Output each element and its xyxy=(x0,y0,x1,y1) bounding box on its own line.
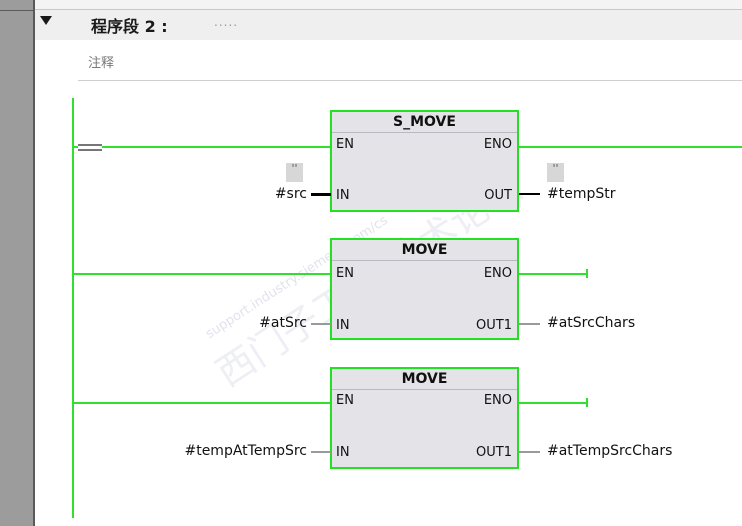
out1-pin-label: OUT1 xyxy=(476,445,512,460)
operand-tempstr[interactable]: #tempStr xyxy=(547,186,616,202)
network-header[interactable] xyxy=(35,10,742,40)
smove-in-wire xyxy=(311,193,331,196)
operand-atsrc[interactable]: #atSrc xyxy=(259,315,307,331)
move1-out-wire xyxy=(519,323,540,325)
operand-attempsrcchars[interactable]: #atTempSrcChars xyxy=(547,443,673,459)
operand-src[interactable]: #src xyxy=(274,186,307,202)
rail-to-move2-en-wire xyxy=(74,402,331,404)
move1-eno-wire xyxy=(518,273,586,275)
move2-eno-terminator xyxy=(586,398,588,407)
block-title: S_MOVE xyxy=(393,114,456,130)
network-title-placeholder[interactable]: ..... xyxy=(214,15,239,29)
in-literal-box[interactable]: '' xyxy=(286,163,303,182)
previous-network-edge xyxy=(35,0,742,10)
in-pin-label: IN xyxy=(336,445,350,460)
in-pin-label: IN xyxy=(336,318,350,333)
operand-atsrcchars[interactable]: #atSrcChars xyxy=(547,315,636,331)
smove-eno-wire xyxy=(518,146,742,148)
rail-to-move1-en-wire xyxy=(74,273,331,275)
in-pin-label: IN xyxy=(336,188,350,203)
rail-to-contact-wire xyxy=(74,146,78,148)
out1-pin-label: OUT1 xyxy=(476,318,512,333)
collapse-triangle-icon[interactable] xyxy=(40,16,52,25)
contact-to-smove-en-wire xyxy=(102,146,331,148)
en-pin-label: EN xyxy=(336,137,354,152)
en-pin-label: EN xyxy=(336,266,354,281)
move2-eno-wire xyxy=(518,402,586,404)
eno-pin-label: ENO xyxy=(483,137,512,152)
operand-tempattempsrc[interactable]: #tempAtTempSrc xyxy=(184,443,307,459)
network-title: 程序段 2 : xyxy=(91,17,168,36)
en-pin-label: EN xyxy=(336,393,354,408)
move-block-2[interactable]: MOVE EN ENO IN OUT1 xyxy=(330,367,519,469)
eno-pin-label: ENO xyxy=(483,266,512,281)
block-title: MOVE xyxy=(401,242,448,258)
move1-eno-terminator xyxy=(586,269,588,278)
move2-in-wire xyxy=(311,451,331,453)
smove-out-wire xyxy=(519,193,540,195)
s-move-block[interactable]: S_MOVE EN ENO IN OUT xyxy=(330,110,519,212)
left-gutter xyxy=(0,0,33,526)
move2-out-wire xyxy=(519,451,540,453)
block-title: MOVE xyxy=(401,371,448,387)
contact-icon[interactable] xyxy=(78,144,102,151)
eno-pin-label: ENO xyxy=(483,393,512,408)
gutter-divider xyxy=(33,0,35,526)
comment-placeholder: 注释 xyxy=(88,56,115,71)
network-comment-field[interactable]: 注释 xyxy=(78,44,742,81)
move1-in-wire xyxy=(311,323,331,325)
out-pin-label: OUT xyxy=(484,188,512,203)
move-block-1[interactable]: MOVE EN ENO IN OUT1 xyxy=(330,238,519,340)
left-power-rail xyxy=(72,98,74,518)
out-literal-box[interactable]: '' xyxy=(547,163,564,182)
gutter-line xyxy=(0,10,33,11)
